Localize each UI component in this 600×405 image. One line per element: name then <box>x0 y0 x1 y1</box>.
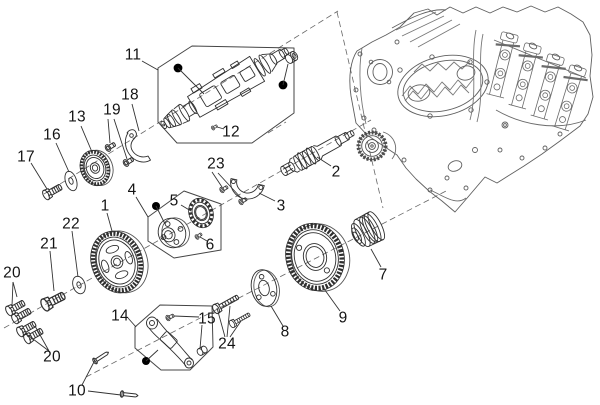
clamp-3 <box>230 178 265 200</box>
bolt-20a <box>3 297 28 318</box>
axis-centerlines <box>3 10 449 378</box>
part-label-24: 24 <box>218 335 236 353</box>
tensioner-arm-14 <box>146 316 194 369</box>
bolt-15a <box>164 312 176 322</box>
screw-23a <box>218 183 230 194</box>
screw-10b <box>119 390 139 400</box>
box-part-14 <box>134 304 214 371</box>
part-label-5: 5 <box>169 192 179 210</box>
part-label-20: 20 <box>3 264 21 282</box>
part-label-13: 13 <box>68 108 86 126</box>
part-label-18: 18 <box>121 86 139 104</box>
part-label-12: 12 <box>222 123 240 141</box>
engine-block <box>349 5 594 213</box>
bearing-cap-11 <box>284 51 299 64</box>
bolt-20d <box>21 325 46 346</box>
part-label-19: 19 <box>103 101 121 119</box>
leader-lines <box>11 60 382 396</box>
part-label-17: 17 <box>17 148 35 166</box>
part-label-14: 14 <box>111 307 129 325</box>
hub-flange-4 <box>157 217 190 249</box>
screw-6 <box>193 231 204 241</box>
shaft-2 <box>280 130 355 176</box>
screw-10a <box>91 349 111 366</box>
guide-18 <box>124 129 151 163</box>
part-label-2: 2 <box>331 163 341 181</box>
bolt-21 <box>38 288 68 313</box>
part-label-4: 4 <box>127 181 137 199</box>
part-label-15: 15 <box>198 310 216 328</box>
plate-8 <box>250 269 280 308</box>
part-label-22: 22 <box>62 215 80 233</box>
part-label-21: 21 <box>40 235 58 253</box>
sprocket-5 <box>188 197 214 229</box>
camshaft-assembly-11 <box>160 47 289 130</box>
part-drawings <box>3 47 386 400</box>
part-label-9: 9 <box>338 309 348 327</box>
part-label-11: 11 <box>124 46 142 64</box>
part-label-7: 7 <box>378 266 388 284</box>
part-label-20: 20 <box>43 348 61 366</box>
part-label-8: 8 <box>280 323 290 341</box>
gear-13 <box>79 149 114 187</box>
part-label-3: 3 <box>276 197 286 215</box>
pulley-7 <box>351 211 386 248</box>
fastener-19a <box>103 140 118 153</box>
part-label-6: 6 <box>205 236 215 254</box>
part-label-23: 23 <box>207 155 225 173</box>
part-label-16: 16 <box>43 126 61 144</box>
screw-23b <box>237 195 249 206</box>
gear-1 <box>90 230 149 294</box>
bolt-24b <box>227 310 252 329</box>
part-label-10: 10 <box>68 382 86 400</box>
part-label-1: 1 <box>100 197 110 215</box>
bush-15b <box>196 345 208 356</box>
washer-22 <box>72 275 86 295</box>
guide-18-hole <box>129 133 134 138</box>
washer-16 <box>64 170 78 192</box>
engine-pinion-gear <box>356 130 397 162</box>
